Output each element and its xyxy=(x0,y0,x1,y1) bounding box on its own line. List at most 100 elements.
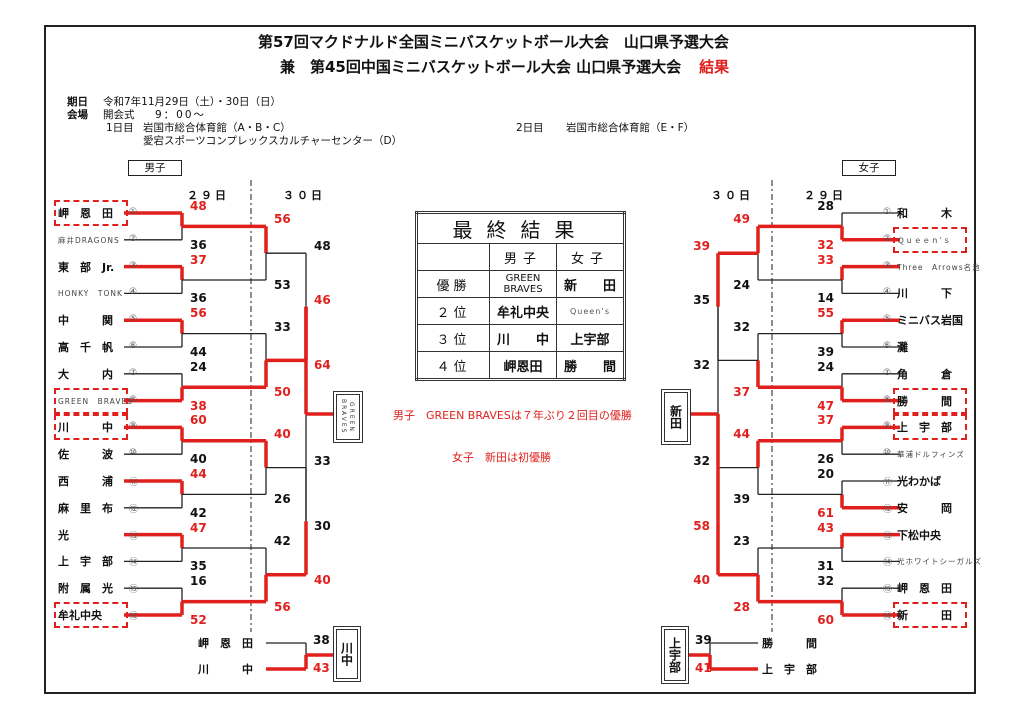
boys-r1-score-bottom: 38 xyxy=(190,398,207,413)
team-name: 佐 波 xyxy=(58,448,113,462)
seed-number: ⑩ xyxy=(129,448,138,459)
boys-label: 男子 xyxy=(128,160,182,176)
girls-third-bottom-score: 41 xyxy=(695,661,712,675)
girls-team: 勝 間 xyxy=(556,351,625,380)
girls-third-top-score: 39 xyxy=(695,633,712,647)
rank: ２位 xyxy=(416,297,490,325)
boys-r2-score-top: 40 xyxy=(274,426,291,441)
title-line-2-prefix: 兼 第45回中国ミニバスケットボール大会 山口県予選大会 xyxy=(280,58,682,76)
result-row: ２位 牟礼中央 Queen’s xyxy=(416,297,625,325)
team-name: 灘 xyxy=(897,341,908,354)
team-name: 勝 間 xyxy=(897,394,952,408)
seed-number: ⑪ xyxy=(883,478,893,488)
seed-number: ④ xyxy=(883,287,892,298)
girls-r1-score-bottom: 61 xyxy=(817,505,834,520)
boys-r2-score-top: 42 xyxy=(274,534,291,548)
boys-r3-score-bottom: 40 xyxy=(314,572,331,587)
seed-number: ⑮ xyxy=(883,585,893,596)
boys-r1-score-top: 24 xyxy=(190,359,207,374)
qualifier-highlight-box xyxy=(893,602,967,628)
opening-time: 9：00～ xyxy=(155,109,207,121)
result-row: ３位 川 中 上宇部 xyxy=(416,324,625,352)
girls-r1-score-top: 20 xyxy=(817,467,834,481)
girls-r2-score-bottom: 28 xyxy=(733,599,750,614)
girls-r2-score-top: 49 xyxy=(733,212,750,227)
date-label: 期日 xyxy=(67,96,88,108)
girls-r3-score-top: 39 xyxy=(693,239,710,254)
girls-champion-box: 新田 xyxy=(661,389,691,445)
boys-r1-score-bottom: 36 xyxy=(190,291,207,306)
girls-r2-score-top: 44 xyxy=(733,426,750,441)
team-name: 大 内 xyxy=(58,367,113,381)
seed-number: ⑥ xyxy=(129,341,138,351)
qualifier-highlight-box xyxy=(54,387,128,414)
team-name: 麻井DRAGONS xyxy=(58,235,120,245)
boys-r2-score-bottom: 26 xyxy=(274,492,291,507)
girls-r1-score-top: 43 xyxy=(817,520,834,535)
seed-number: ⑪ xyxy=(129,478,139,488)
team-name: Three Arrows名池 xyxy=(897,262,981,272)
col-girls: 女子 xyxy=(556,243,625,271)
team-name: 岬 恩 田 xyxy=(897,582,952,596)
qualifier-highlight-box xyxy=(893,226,967,253)
seed-number: ⑧ xyxy=(883,394,892,405)
seed-number: ⑬ xyxy=(883,531,893,542)
girls-r2-score-bottom: 39 xyxy=(733,492,750,507)
boys-r1-score-top: 56 xyxy=(190,306,207,321)
team-name: 和 木 xyxy=(897,207,952,220)
seed-number: ③ xyxy=(883,260,892,271)
seed-number: ⑭ xyxy=(129,558,139,569)
team-name: 光ホワイトシーガルズ xyxy=(897,557,982,567)
girls-r1-score-top: 28 xyxy=(817,199,834,213)
title-line-2: 兼 第45回中国ミニバスケットボール大会 山口県予選大会結果 xyxy=(280,56,729,77)
team-name: 川 中 xyxy=(58,421,113,435)
final-results-table: 最終結果 男子 女子 優勝 GREEN BRAVES 新 田 ２位 牟礼中央 Q… xyxy=(415,211,626,381)
team-name: 西 浦 xyxy=(58,475,113,488)
seed-number: ⑯ xyxy=(883,612,893,622)
rank: 優勝 xyxy=(416,270,490,298)
boys-r4-score-bottom: 30 xyxy=(314,519,331,534)
boys-r1-score-top: 37 xyxy=(190,252,207,267)
team-name: 高 千 帆 xyxy=(58,341,113,354)
girls-r4-score-bottom: 58 xyxy=(693,519,710,534)
boys-r1-score-bottom: 36 xyxy=(190,237,207,252)
team-name: 安 岡 xyxy=(897,501,952,515)
qualifier-highlight-box xyxy=(54,414,128,441)
qualifier-highlight-box xyxy=(893,414,967,441)
boys-r1-score-bottom: 42 xyxy=(190,505,207,520)
team-name: 華浦ドルフィンズ xyxy=(897,450,965,460)
corner-cell xyxy=(416,243,490,271)
day1-label: 1日目 xyxy=(106,122,134,134)
page-frame xyxy=(44,25,976,694)
seed-number: ① xyxy=(883,207,892,217)
team-name: HONKY TONK xyxy=(58,289,123,299)
team-name: 上 宇 部 xyxy=(897,421,952,435)
boys-team: 川 中 xyxy=(489,324,557,352)
team-name: 岬 恩 田 xyxy=(58,207,113,220)
result-row: ４位 岬恩田 勝 間 xyxy=(416,351,625,380)
boys-r1-score-top: 47 xyxy=(190,520,207,535)
team-name: GREEN BRAVES xyxy=(58,396,133,406)
girls-r3-score-bottom: 32 xyxy=(693,358,710,373)
team-name: 光 xyxy=(58,528,69,542)
seed-number: ⑭ xyxy=(883,558,893,569)
seed-number: ② xyxy=(129,233,138,244)
girls-team: 新 田 xyxy=(556,270,625,298)
title-line-1: 第57回マクドナルド全国ミニバスケットボール大会 山口県予選大会 xyxy=(258,33,729,51)
boys-r2-score-bottom: 50 xyxy=(274,385,291,400)
boys-r3-score-top: 33 xyxy=(314,453,331,468)
team-name: 角 倉 xyxy=(897,367,952,381)
team-name: 麻 里 布 xyxy=(58,501,113,515)
boys-third-top-team: 岬 恩 田 xyxy=(198,637,253,650)
boys-r1-score-top: 60 xyxy=(190,413,207,428)
seed-number: ③ xyxy=(129,260,138,271)
seed-number: ⑫ xyxy=(883,504,893,515)
seed-number: ① xyxy=(129,207,138,217)
seed-number: ⑥ xyxy=(883,341,892,351)
girls-r1-score-bottom: 60 xyxy=(817,613,834,627)
girls-r1-score-bottom: 32 xyxy=(817,237,834,252)
opening-label: 開会式 xyxy=(103,109,135,121)
boys-third-top-score: 38 xyxy=(313,633,330,647)
boys-r1-score-bottom: 40 xyxy=(190,452,207,467)
boys-third-winner-box: 川中 xyxy=(333,626,361,682)
